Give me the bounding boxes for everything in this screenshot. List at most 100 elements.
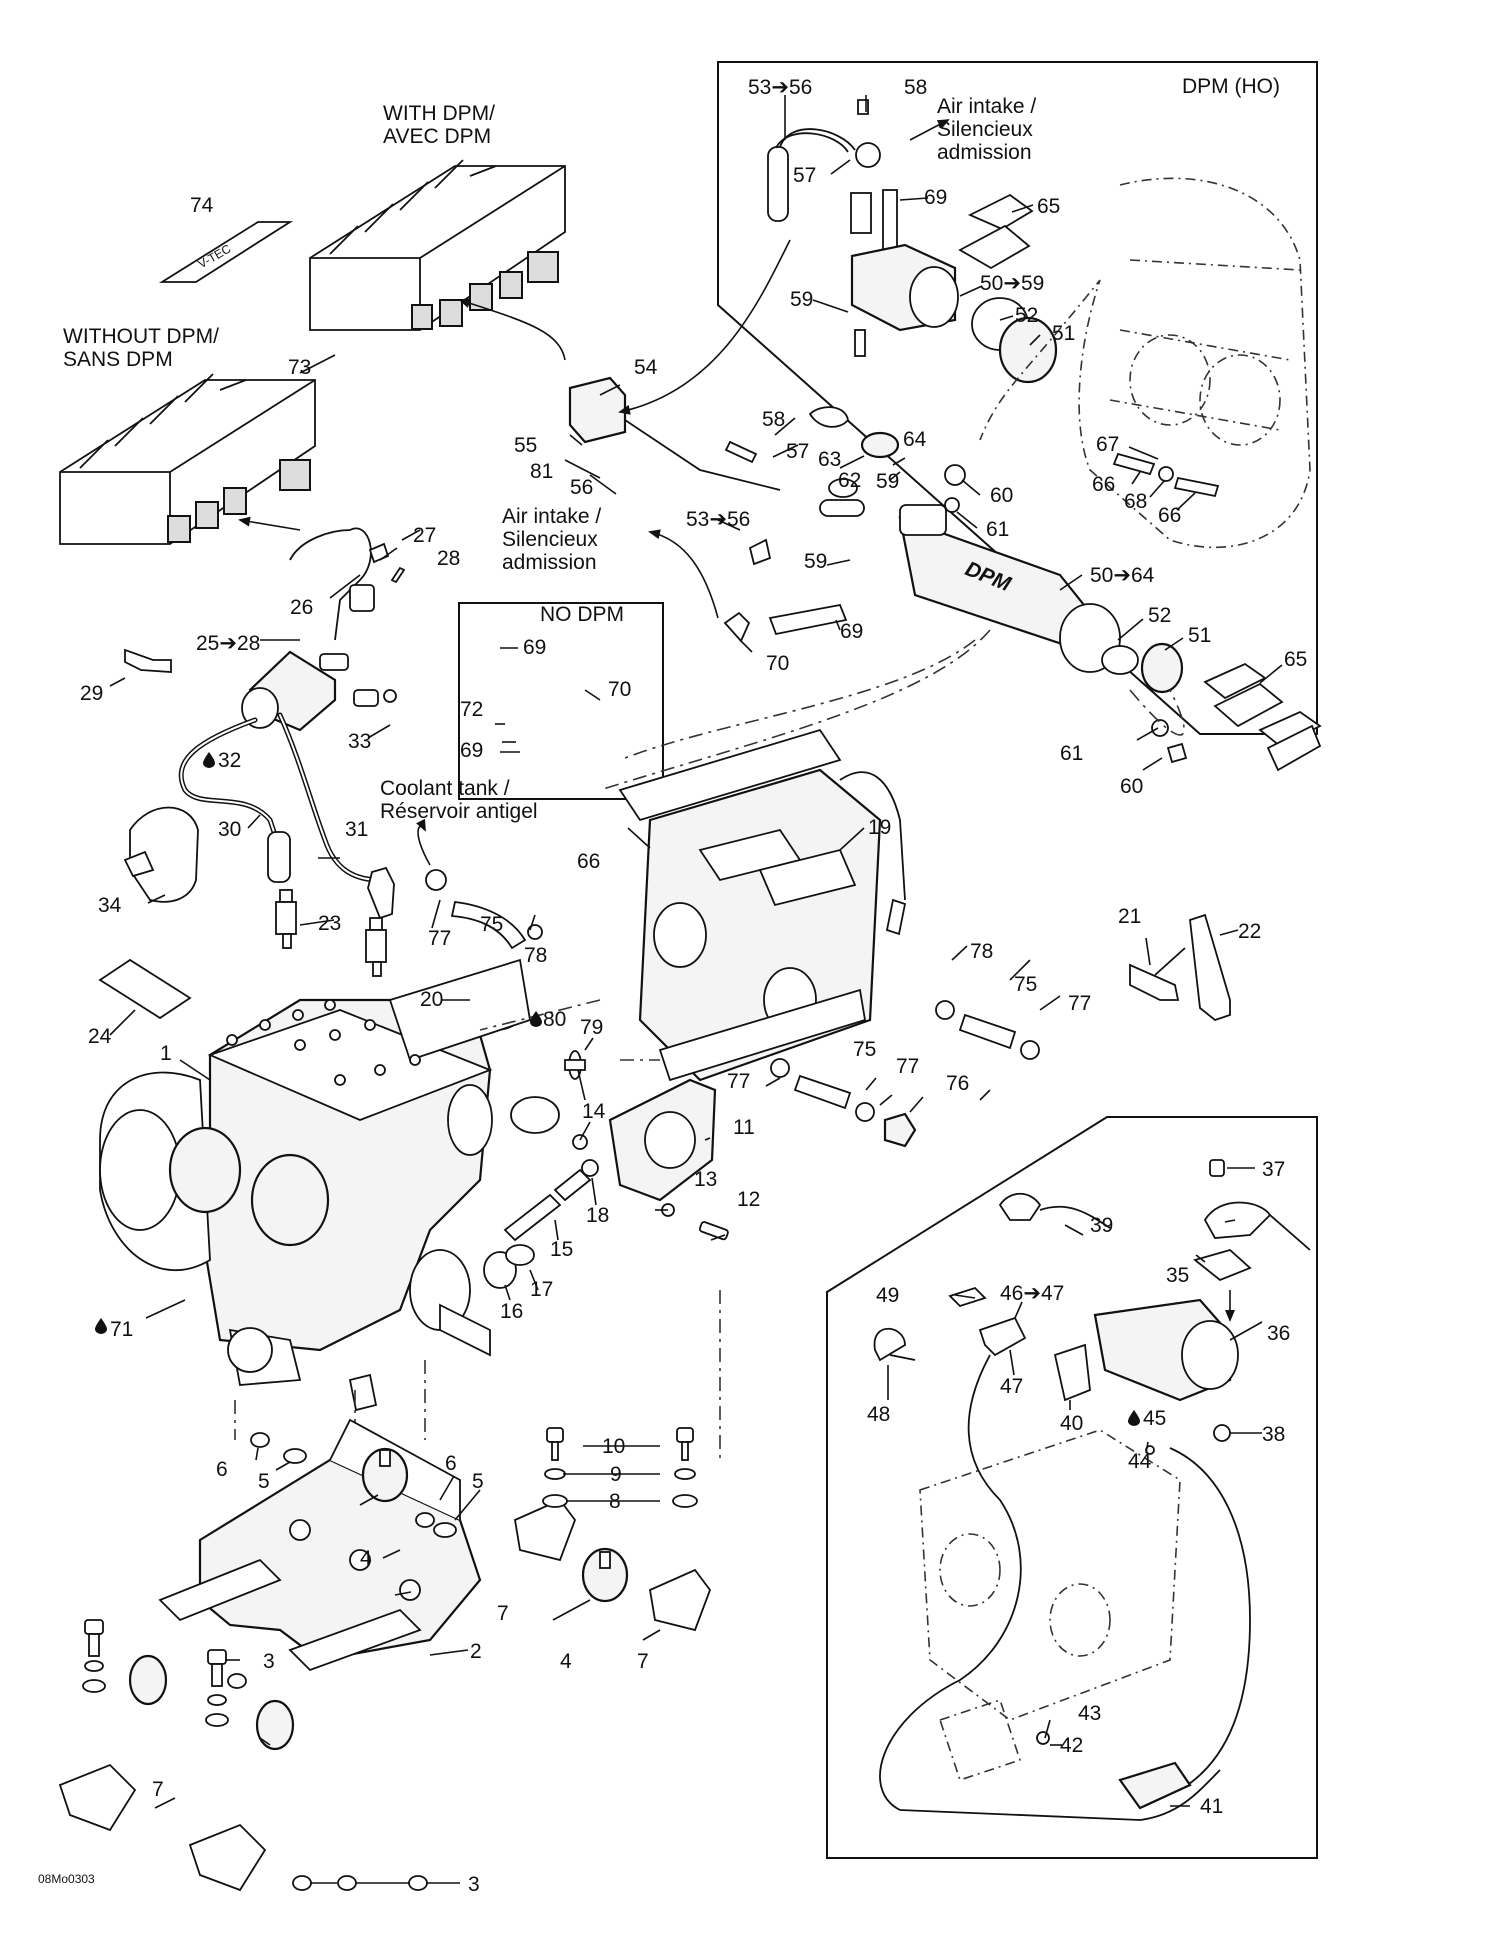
connector-29	[124, 648, 172, 673]
ecu-with-dpm	[309, 159, 566, 331]
callout: 57	[786, 440, 809, 463]
spark-plugs	[275, 889, 387, 977]
callout: 70	[608, 678, 631, 701]
rubber-mounts-4	[128, 1447, 629, 1751]
hoses-75-right	[770, 1000, 1040, 1148]
callout: 5	[472, 1470, 484, 1493]
without-dpm-heading-fr: SANS DPM	[63, 348, 173, 371]
leader-lines	[109, 95, 1283, 1884]
callout: 76	[946, 1072, 969, 1095]
dpm-ho-clamps-65	[958, 193, 1034, 270]
callout: 66	[1092, 473, 1115, 496]
callout: 5	[258, 1470, 270, 1493]
callout: 48	[867, 1403, 890, 1426]
callout: 7	[497, 1602, 509, 1625]
callout: 3	[468, 1873, 480, 1896]
dpm-ho-hose-66-68	[1112, 452, 1220, 498]
figure-code: 08Mo0303	[38, 1872, 95, 1886]
callout: 50➔59	[980, 272, 1044, 295]
callout: 4	[560, 1650, 572, 1673]
callout: 1	[160, 1042, 172, 1065]
callout: 10	[602, 1435, 625, 1458]
callout: 29	[80, 682, 103, 705]
callout: 73	[288, 356, 311, 379]
callout: 15	[550, 1238, 573, 1261]
label-24	[98, 958, 192, 1020]
rewind-starter-34	[123, 806, 199, 903]
oil-drop-icon	[1128, 1410, 1140, 1426]
callout: 61	[986, 518, 1009, 541]
callout: 58	[762, 408, 785, 431]
callout: 32	[218, 749, 241, 772]
callout: 43	[1078, 1702, 1101, 1725]
callout: 51	[1188, 624, 1211, 647]
callout: 80	[543, 1008, 566, 1031]
callout: 77	[727, 1070, 750, 1093]
hose-69-and-fitting-70	[723, 603, 848, 643]
callout: 52	[1015, 304, 1038, 327]
callout: 55	[514, 434, 537, 457]
callout: 54	[634, 356, 658, 379]
callout: 81	[530, 460, 553, 483]
callout: 78	[524, 944, 547, 967]
callout: 66	[1158, 504, 1181, 527]
air-intake-mid-3: admission	[502, 551, 597, 574]
no-dpm-heading: NO DPM	[540, 603, 624, 626]
callout: 26	[290, 596, 313, 619]
dpm-ho-inset-frame	[717, 61, 1318, 735]
callout: 38	[1262, 1423, 1285, 1446]
flow-arrows	[238, 119, 1235, 1322]
ignition-coil-assembly	[241, 527, 406, 732]
callout: 30	[218, 818, 241, 841]
callout: 7	[152, 1778, 164, 1801]
callout: 53➔56	[686, 508, 750, 531]
callout: 61	[1060, 742, 1083, 765]
callout: 60	[1120, 775, 1143, 798]
callout: 75	[1014, 973, 1037, 996]
callout: 46➔47	[1000, 1282, 1064, 1305]
callout: 58	[904, 76, 927, 99]
callout: 69	[924, 186, 947, 209]
callout: 53➔56	[748, 76, 812, 99]
callout: 57	[793, 164, 816, 187]
callout: 21	[1118, 905, 1141, 928]
callout: 18	[586, 1204, 609, 1227]
bolts-washers-nuts	[82, 1427, 698, 1891]
decal-74: V-TEC	[158, 221, 294, 283]
callout: 50➔64	[1090, 564, 1155, 587]
callout: 79	[580, 1016, 603, 1039]
callout: 12	[737, 1188, 760, 1211]
callout: 33	[348, 730, 371, 753]
oil-drop-icon	[530, 1011, 542, 1027]
callout: 77	[428, 927, 451, 950]
coolant-hose-75-77-78	[425, 869, 543, 950]
without-dpm-heading-en: WITHOUT DPM/	[63, 325, 219, 348]
dpm-tube-lines	[599, 629, 1185, 791]
callout: 59	[804, 550, 827, 573]
callout: 3	[263, 1650, 275, 1673]
callout: 35	[1166, 1264, 1189, 1287]
callout: 31	[345, 818, 368, 841]
sensor-inset-frame	[826, 1116, 1318, 1859]
callout: 71	[110, 1318, 133, 1341]
air-intake-top-3: admission	[937, 141, 1032, 164]
callout: 70	[766, 652, 789, 675]
callout: 11	[733, 1116, 755, 1139]
dpm-ho-solenoid-assembly	[767, 99, 1058, 384]
with-dpm-heading-fr: AVEC DPM	[383, 125, 491, 148]
with-dpm-heading-en: WITH DPM/	[383, 102, 495, 125]
callout: 78	[970, 940, 993, 963]
callout: 17	[530, 1278, 553, 1301]
callout: 27	[413, 524, 436, 547]
headings: WITH DPM/ AVEC DPM WITHOUT DPM/ SANS DPM…	[38, 75, 1280, 1886]
callout: 42	[1060, 1734, 1083, 1757]
oil-drop-icon	[203, 752, 215, 768]
callout: 69	[460, 739, 483, 762]
callout: 51	[1052, 322, 1075, 345]
callout: 59	[876, 470, 899, 493]
callout: 77	[1068, 992, 1091, 1015]
coolant-tank-note-en: Coolant tank /	[380, 777, 510, 800]
carburetor-assembly	[618, 728, 907, 1082]
callout: 23	[318, 912, 341, 935]
